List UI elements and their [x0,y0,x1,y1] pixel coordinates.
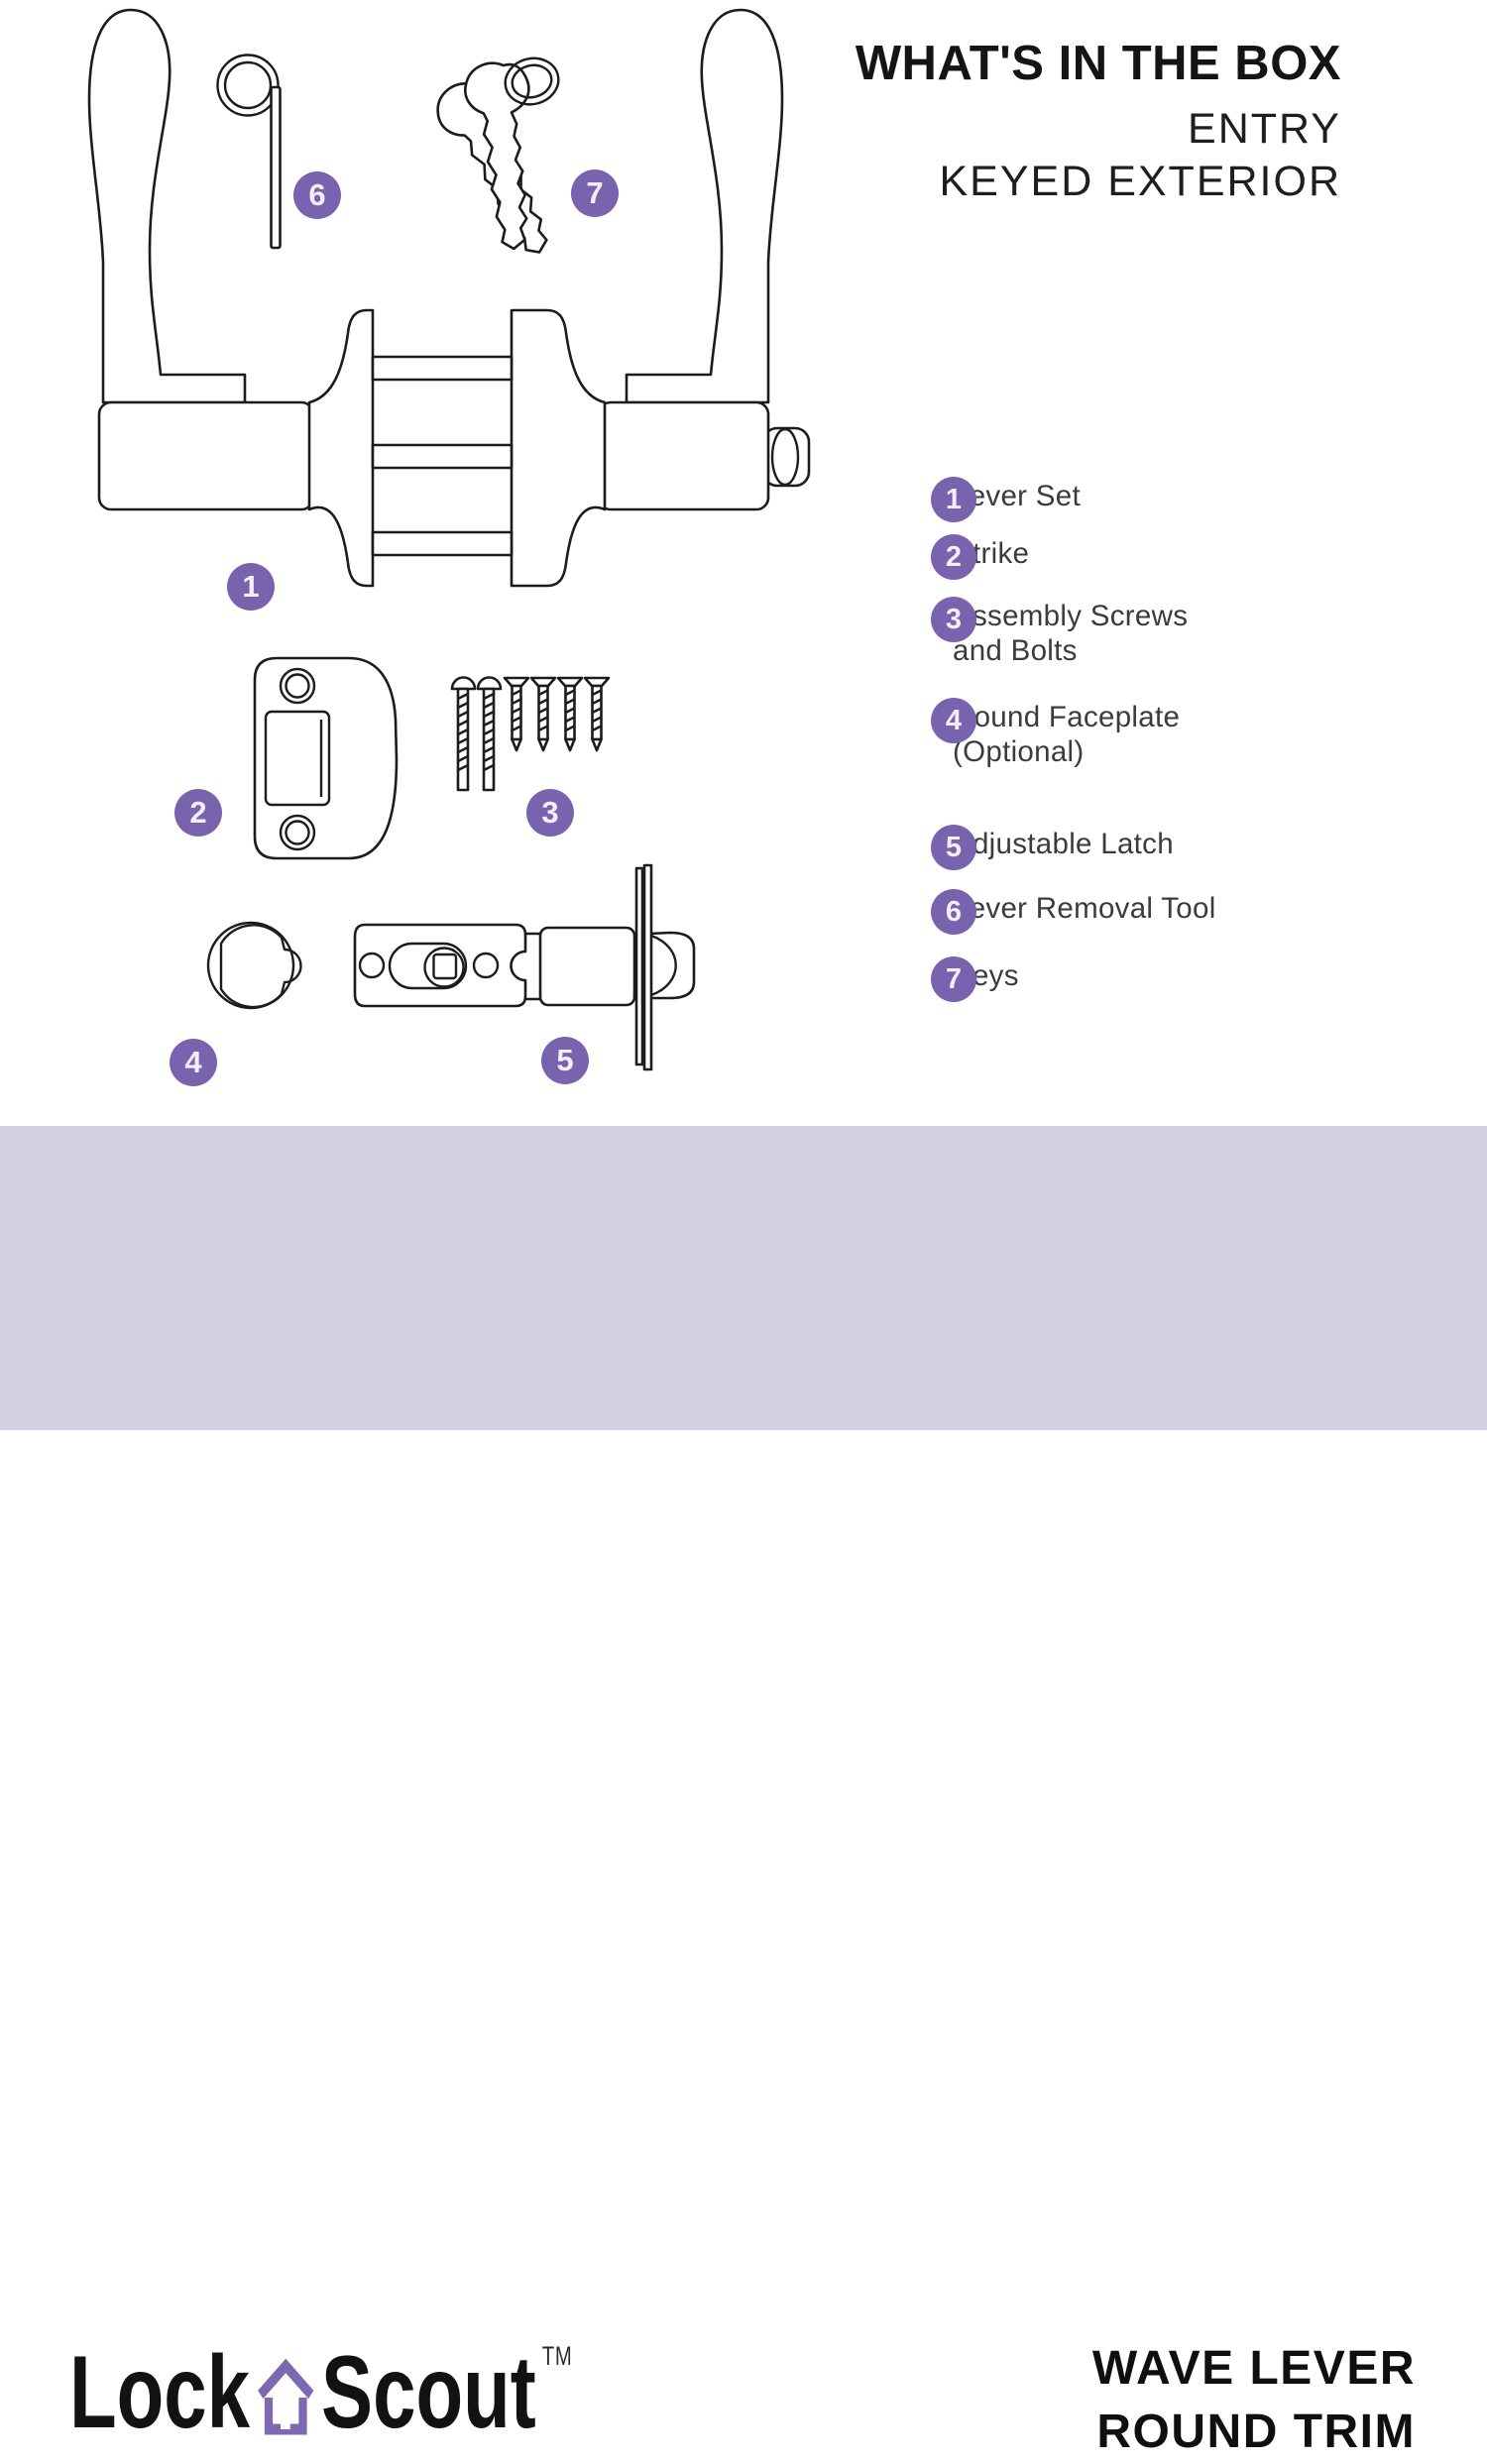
list-item-strike: 2 Strike [931,534,1029,580]
list-number-badge: 2 [931,534,976,580]
list-item-label: Assembly Screws and Bolts [953,597,1188,668]
machine-bolt [476,676,503,792]
round-faceplate-drawing [206,921,302,1010]
diagram-label-screws: 3 [526,789,574,837]
product-infographic: { "header": { "title": "WHAT'S IN THE BO… [0,8,1487,2458]
adjustable-latch-drawing [353,863,696,1071]
list-number-badge: 3 [931,597,976,642]
house-door [280,2408,290,2429]
list-item-lever-removal-tool: 6 Lever Removal Tool [931,889,1216,935]
list-item-label: Adjustable Latch [953,828,1174,860]
diagram-label-latch: 5 [541,1037,589,1084]
list-item-assembly-screws: 3 Assembly Screws and Bolts [931,597,1188,668]
diagram-label-faceplate: 4 [170,1039,217,1086]
product-name: WAVE LEVER ROUND TRIM [1092,2337,1416,2464]
list-number-badge: 7 [931,956,976,1002]
list-item-label: Lever Removal Tool [953,892,1216,925]
subtitle-line-2: KEYED EXTERIOR [939,158,1341,205]
list-item-adjustable-latch: 5 Adjustable Latch [931,825,1174,870]
page-subtitle: ENTRY KEYED EXTERIOR [856,103,1341,208]
label-line-2: and Bolts [953,633,1078,667]
list-item-label: Round Faceplate (Optional) [953,698,1180,769]
list-item-keys: 7 Keys [931,956,1019,1002]
assembly-screws-drawing [450,676,611,792]
subtitle-line-1: ENTRY [1188,105,1341,153]
label-line-1: Assembly Screws [953,600,1189,632]
wood-screw [556,676,584,752]
brand-logo: Lock Scout TM [69,2341,572,2444]
house-icon [257,2358,314,2435]
machine-bolt [450,676,477,792]
lever-removal-tool-drawing [216,54,282,250]
list-number-badge: 5 [931,825,976,870]
label-line-1: Round Faceplate [953,701,1181,733]
list-item-round-faceplate: 4 Round Faceplate (Optional) [931,698,1180,769]
wood-screw [503,676,530,752]
trademark-symbol: TM [541,2341,573,2371]
product-name-line-1: WAVE LEVER [1091,2342,1416,2395]
diagram-label-lever-set: 1 [227,563,275,611]
wood-screw [583,676,611,752]
diagram-label-removal-tool: 6 [293,171,341,219]
list-item-lever-set: 1 Lever Set [931,477,1081,522]
lever-set-drawing [87,8,811,588]
product-name-line-2: ROUND TRIM [1096,2406,1416,2458]
diagram-label-strike: 2 [174,789,222,837]
strike-plate-drawing [253,656,399,860]
label-line-2: (Optional) [953,734,1085,768]
brand-word-lock: Lock [69,2335,251,2450]
brand-word-scout: Scout [321,2335,536,2450]
diagram-label-keys: 7 [571,169,619,217]
list-number-badge: 1 [931,477,976,522]
box-contents-diagram [87,8,811,1071]
page-title: WHAT'S IN THE BOX [855,37,1341,90]
brand-banner: Lock Scout TM WAVE LEVER ROUND TRIM [0,1126,1487,2458]
list-number-badge: 6 [931,889,976,935]
keys-drawing [436,56,560,254]
header-block: WHAT'S IN THE BOX ENTRY KEYED EXTERIOR [856,36,1341,208]
wood-screw [529,676,557,752]
list-number-badge: 4 [931,698,976,743]
